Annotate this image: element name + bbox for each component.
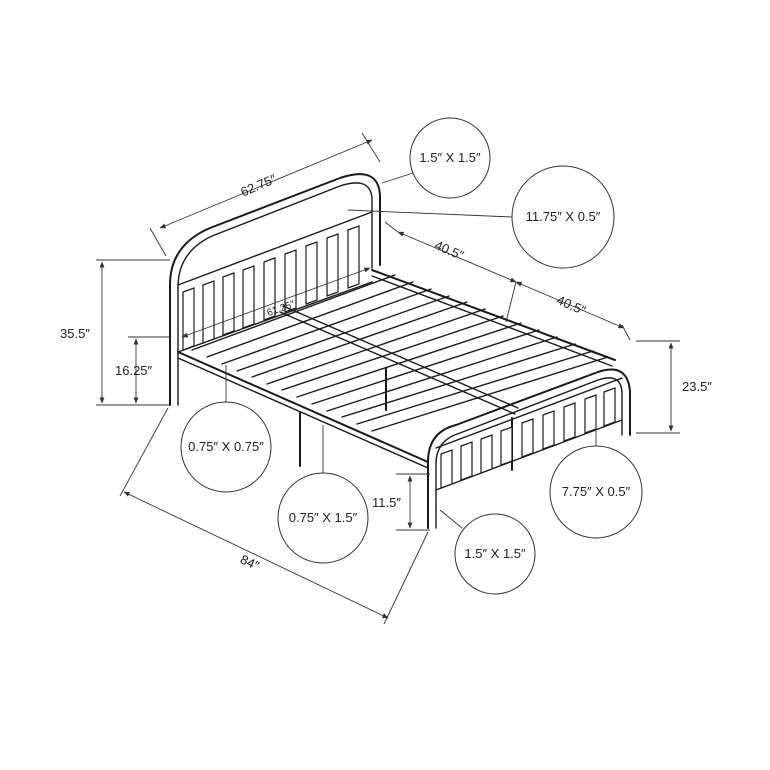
left-side-rail: [177, 351, 429, 463]
callout-headboard-panel-label: 11.75″ X 0.5″: [526, 209, 601, 224]
callout-footboard-panel: [549, 445, 643, 539]
callout-headboard-post-label: 1.5″ X 1.5″: [419, 150, 481, 165]
callout-footboard-panel-label: 7.75″ X 0.5″: [562, 484, 631, 499]
callout-center-leg-label: 0.75″ X 0.75″: [188, 439, 264, 454]
label-footboard-height: 23.5″: [682, 379, 712, 394]
callout-headboard-panel: [511, 165, 615, 269]
label-leg-clearance: 11.5″: [372, 495, 401, 510]
callout-center-leg: [180, 401, 272, 493]
callout-side-rail: [277, 472, 369, 564]
footboard: [427, 368, 631, 529]
label-headboard-width: 62.75″: [238, 171, 278, 199]
callout-footboard-post: [454, 513, 536, 595]
callout-headboard-post: [409, 117, 491, 199]
right-side-rail: [371, 269, 616, 361]
label-overall-height: 35.5″: [60, 326, 90, 341]
label-half-length-2: 40.5″: [555, 292, 589, 318]
label-rail-height: 16.25″: [115, 363, 153, 378]
callout-footboard-post-label: 1.5″ X 1.5″: [464, 546, 526, 561]
headboard: [169, 173, 381, 406]
callouts: 1.5″ X 1.5″ 11.75″ X 0.5″ 0.75″ X 0.75″ …: [180, 117, 643, 595]
label-overall-length: 84″: [238, 552, 262, 574]
footboard-panels: [440, 387, 616, 489]
dimension-lines: [96, 132, 680, 625]
label-half-length-1: 40.5″: [433, 237, 467, 263]
center-rail: [279, 311, 516, 415]
headboard-panels: [182, 225, 360, 351]
callout-side-rail-label: 0.75″ X 1.5″: [289, 510, 358, 525]
